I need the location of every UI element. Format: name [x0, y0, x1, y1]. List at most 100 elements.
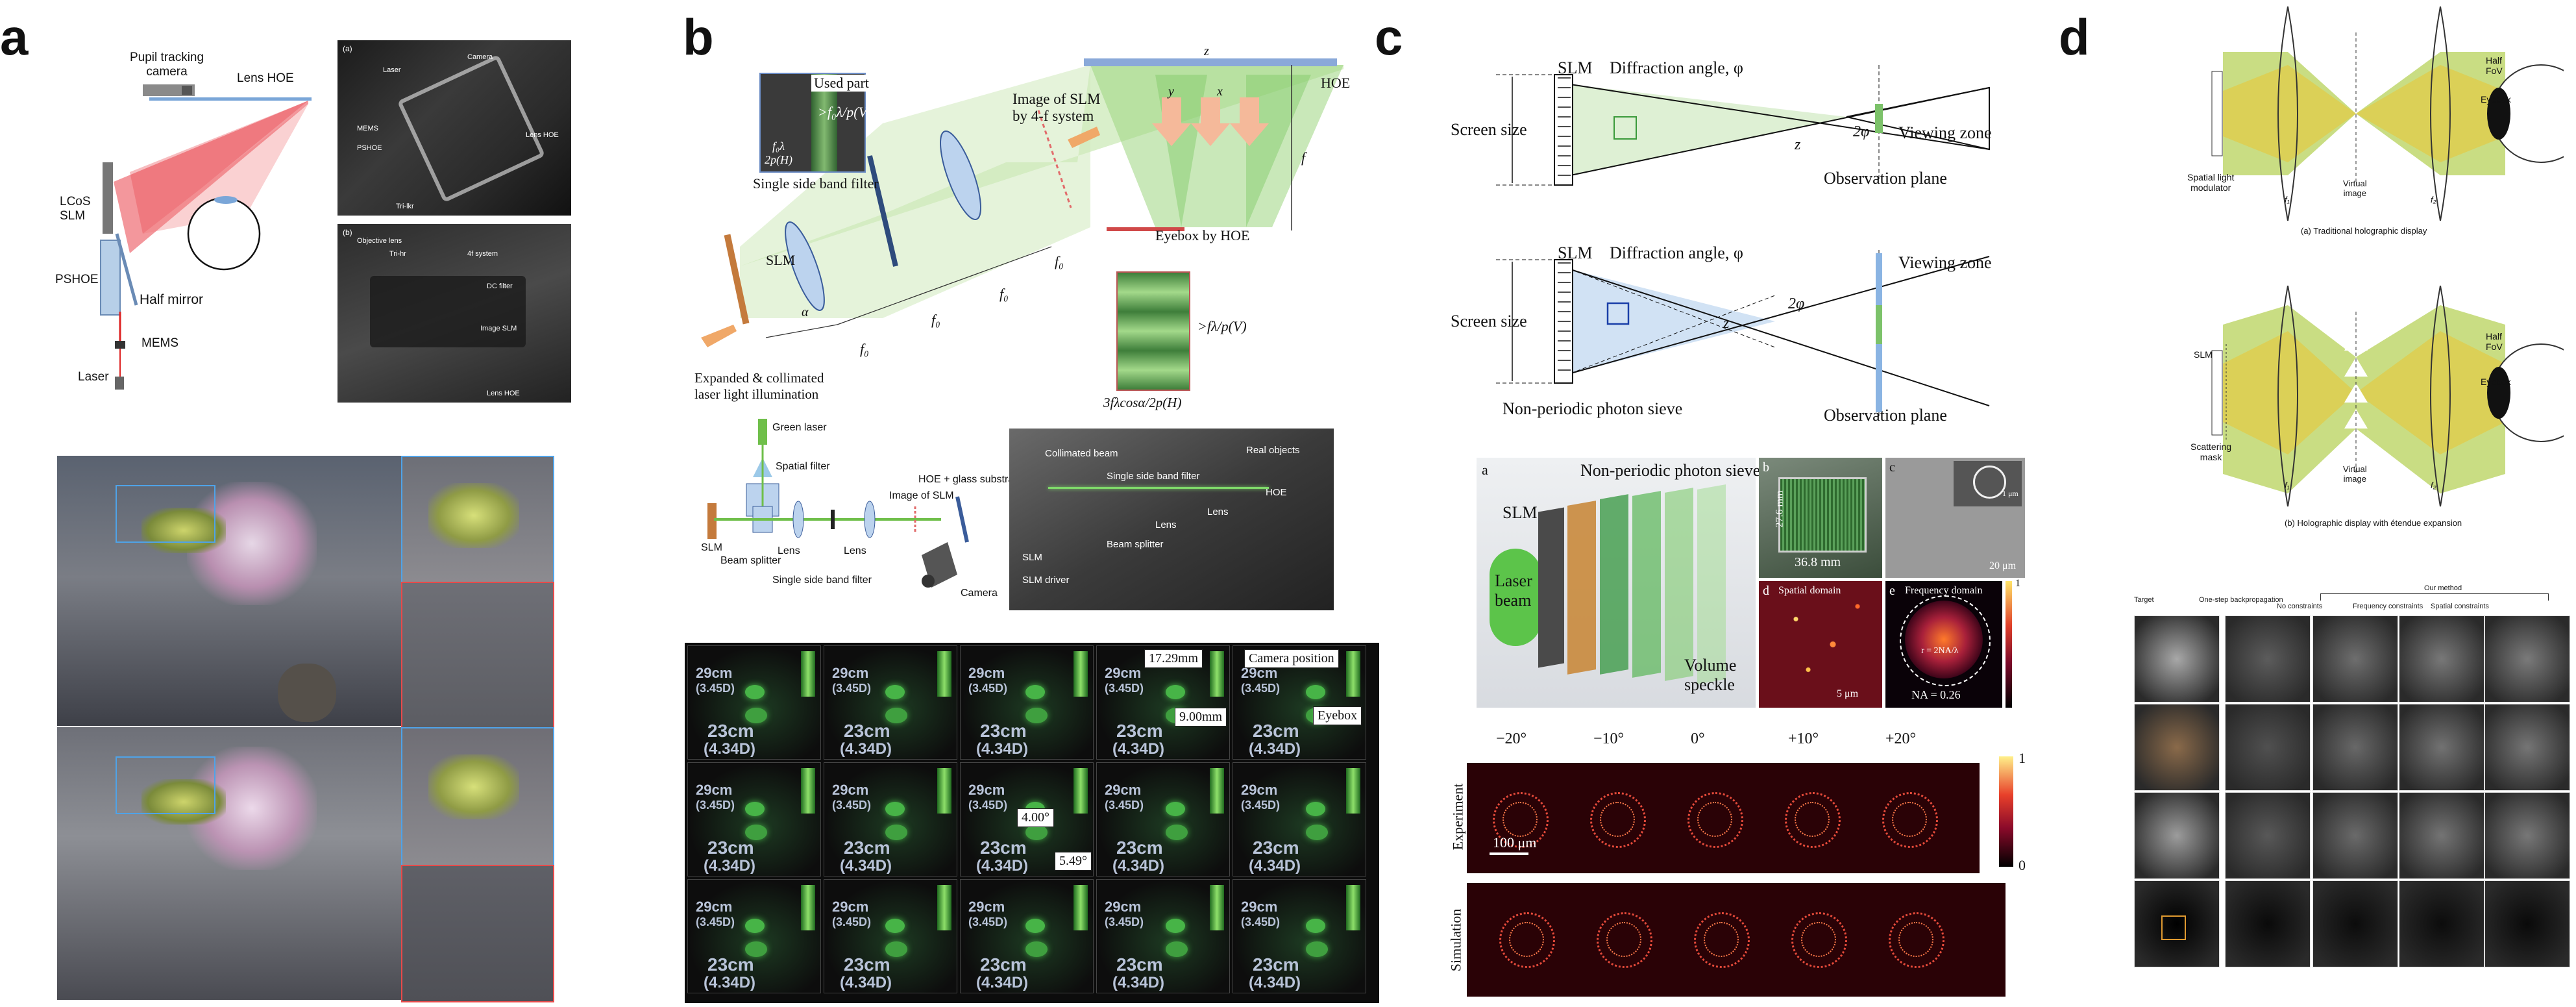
d-grid-cell: [2312, 704, 2398, 791]
b-grid-near-label: 23cm: [1253, 721, 1299, 741]
b-grid-near-label: 23cm: [980, 838, 1027, 858]
panel-d-mid-diagram: SLM Scattering mask Half FoV Eyebox Virt…: [2161, 279, 2576, 532]
d-top-eyebox: Eyebox: [2481, 94, 2511, 105]
c-angle-label: 0°: [1691, 730, 1705, 747]
d-grid-cell: [2484, 880, 2570, 967]
image-slm-label: Image of SLM by 4-f system: [1012, 91, 1101, 124]
c-scale-bar-label: 100 μm: [1493, 834, 1537, 851]
photo-bottom-label-image-slm: Image SLM: [480, 325, 517, 332]
b-grid-near-d-label: (4.34D): [976, 857, 1029, 875]
c-angle-label: −10°: [1593, 730, 1625, 747]
panel-c-photo-b: b 36.8 mm 27.6 mm: [1759, 458, 1882, 578]
b-grid-far-d-label: (3.45D): [1105, 799, 1144, 812]
panel-b-result-grid: 29cm(3.45D)23cm(4.34D)29cm(3.45D)23cm(4.…: [685, 643, 1379, 1003]
b-grid-near-label: 23cm: [844, 721, 890, 741]
c-top-z1: z: [1795, 136, 1801, 153]
b-grid-near-label: 23cm: [1116, 838, 1163, 858]
c-ring-pattern-inner: [1503, 802, 1538, 837]
b-grid-far-label: 29cm: [1241, 899, 1278, 915]
photo-real-objects: Real objects: [1246, 445, 1300, 456]
alpha-label: α: [802, 305, 809, 319]
b-grid-near-d-label: (4.34D): [1112, 740, 1165, 758]
panel-a-ar-photo-2-crop-top: [401, 727, 554, 866]
b-grid-near-label: 23cm: [1253, 838, 1299, 858]
c-top-diff-angle: Diffraction angle, φ: [1610, 58, 1743, 77]
annotation-9mm: 9.00mm: [1175, 708, 1227, 727]
c-speckle-d-scale: 5 μm: [1837, 688, 1859, 699]
b-grid-near-label: 23cm: [1116, 954, 1163, 975]
d-grid-header: No constraints: [2277, 603, 2323, 610]
panel-a-photo-bottom: (b) Objective lens 4f system Tri-hr DC f…: [337, 224, 571, 403]
b-grid-far-d-label: (3.45D): [968, 915, 1008, 928]
d-grid-cell: [2225, 792, 2311, 879]
b-grid-near-label: 23cm: [707, 954, 754, 975]
hoe-label: HOE: [1321, 75, 1351, 91]
c-photo-b-letter: b: [1763, 460, 1769, 475]
d-mid-f2: f₂: [2431, 480, 2436, 490]
b-grid-near-d-label: (4.34D): [1249, 974, 1301, 991]
photo-beam-splitter: Beam splitter: [1107, 539, 1164, 550]
f0-label-1: f₀: [860, 341, 869, 357]
photo-top-tag: (a): [343, 44, 352, 53]
d-top-caption: (a) Traditional holographic display: [2301, 226, 2427, 236]
b-grid-cell: 29cm(3.45D)23cm(4.34D): [1096, 879, 1230, 993]
d-grid-cell: [2134, 615, 2220, 702]
slm-label-b: SLM: [766, 252, 796, 268]
b-grid-near-d-label: (4.34D): [840, 974, 892, 991]
d-grid-cell: [2225, 704, 2311, 791]
c-freq-e-r: r = 2NA/λ: [1921, 646, 1959, 656]
c-angle-label: +20°: [1885, 730, 1917, 747]
c-mid-screen-size: Screen size: [1451, 312, 1527, 330]
b-grid-cell: 29cm(3.45D)23cm(4.34D): [687, 645, 821, 760]
b-grid-near-d-label: (4.34D): [1249, 857, 1301, 875]
b-grid-far-d-label: (3.45D): [832, 915, 872, 928]
z-hoe-label: z: [1204, 44, 1209, 58]
c-speckle-d-label: Spatial domain: [1778, 585, 1841, 596]
f-label: f: [1301, 149, 1306, 166]
c-ring-pattern-inner: [1606, 922, 1641, 957]
b-grid-far-d-label: (3.45D): [832, 682, 872, 695]
label-half-mirror: Half mirror: [140, 292, 203, 307]
c-ring-pattern-inner: [1704, 922, 1739, 957]
label-laser: Laser: [78, 370, 109, 384]
c-photo-c-letter: c: [1889, 460, 1895, 475]
d-grid-header: One-step backpropagation: [2199, 596, 2283, 604]
b-grid-cell: 29cm(3.45D)23cm(4.34D): [960, 879, 1094, 993]
b-grid-near-label: 23cm: [980, 721, 1027, 741]
annotation-eyebox: Eyebox: [1313, 706, 1362, 725]
setup-lens-1: Lens: [778, 545, 800, 556]
c-colorbar-top: 1: [2018, 750, 2026, 766]
d-top-slm: Spatial light modulator: [2187, 172, 2235, 193]
b-grid-far-label: 29cm: [1105, 899, 1142, 915]
photo-hoe: HOE: [1266, 487, 1287, 498]
c-ring-pattern-inner: [1600, 802, 1635, 837]
label-pupil-camera: Pupil tracking camera: [130, 51, 204, 79]
b-grid-near-label: 23cm: [980, 954, 1027, 975]
c-colorbar-bottom: 0: [2018, 857, 2026, 873]
b-grid-near-label: 23cm: [1253, 954, 1299, 975]
c-speckle-d-letter: d: [1763, 584, 1769, 598]
d-mid-mask: Scattering mask: [2190, 441, 2232, 462]
photo-top-label-pshoe: PSHOE: [357, 144, 382, 152]
photo-collimated: Collimated beam: [1045, 448, 1118, 459]
label-pshoe: PSHOE: [55, 273, 99, 286]
panel-c-mid-diagram: SLM Diffraction angle, φ Screen size Vie…: [1451, 243, 1996, 432]
d-grid-cell: [2399, 704, 2484, 791]
c-ring-pattern-inner: [1509, 922, 1544, 957]
d-grid-cell: [2312, 615, 2398, 702]
photo-bottom-label-lens-hoe: Lens HOE: [487, 390, 520, 397]
panel-d-mid-svg: [2211, 285, 2576, 507]
c-top-viewing-zone: Viewing zone: [1898, 123, 1992, 142]
annotation-5-49deg: 5.49°: [1055, 852, 1092, 871]
d-mid-caption: (b) Holographic display with étendue exp…: [2285, 518, 2462, 528]
d-grid-cell: [2312, 792, 2398, 879]
y-hoe-label: y: [1168, 84, 1174, 99]
c-ring-pattern-inner: [1892, 802, 1927, 837]
c-render-cbar-max: 1: [2015, 578, 2020, 589]
c-photo-c-inset: 1 μm: [2002, 489, 2018, 498]
b-grid-far-label: 29cm: [832, 782, 869, 798]
c-mid-slm: SLM: [1558, 243, 1593, 262]
eyebox-stack: [1116, 271, 1190, 391]
b-grid-far-d-label: (3.45D): [696, 799, 735, 812]
panel-a-ar-photo-1-crop-top: [401, 456, 554, 583]
